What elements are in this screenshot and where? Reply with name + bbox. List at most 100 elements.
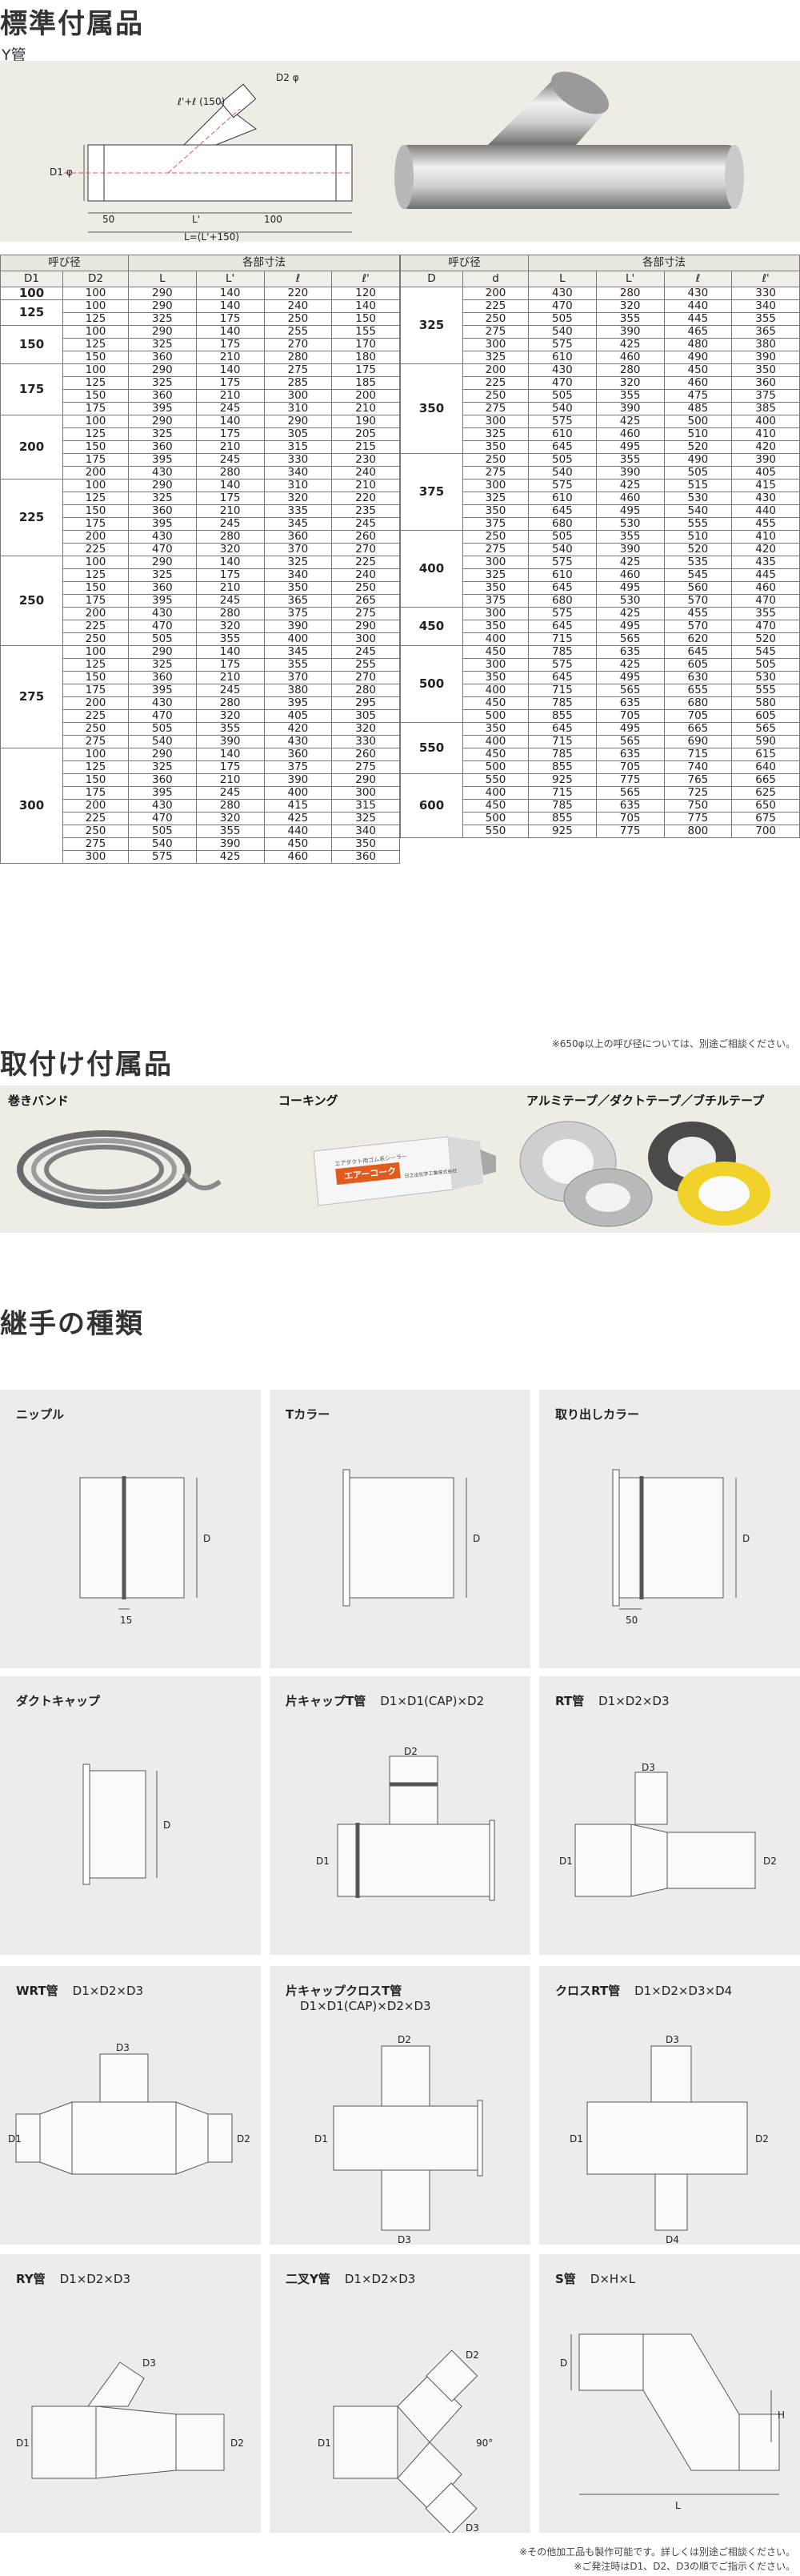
table-cell: 470: [731, 594, 800, 608]
table-cell: 540: [128, 837, 197, 851]
table-cell: 245: [195, 684, 265, 697]
table-cell: 540: [528, 325, 597, 339]
table-cell: 705: [595, 812, 665, 825]
fitting-title: 取り出しカラー: [555, 1406, 654, 1422]
table-cell: 395: [128, 786, 197, 800]
table-cell: 775: [595, 773, 665, 787]
table-cell: 330: [263, 453, 333, 467]
header-nominal-r: 呼び径: [400, 255, 529, 271]
table-cell: 290: [128, 287, 197, 300]
table-cell: 460: [595, 427, 665, 441]
table-cell: 360: [128, 440, 197, 454]
table-cell: 450: [462, 799, 529, 813]
header-ellp: ℓ': [331, 271, 400, 287]
table-cell: 460: [663, 376, 733, 390]
table-cell: 690: [663, 735, 733, 748]
table-cell: 350: [462, 620, 529, 633]
table-cell: 855: [528, 812, 597, 825]
table-cell: 290: [128, 479, 197, 492]
table-cell: 460: [595, 568, 665, 582]
header-bigd: D: [400, 271, 463, 287]
table-cell: 355: [263, 658, 333, 672]
table-cell: 325: [128, 658, 197, 672]
y-pipe-figure-band: D1 φ D2 φ ℓ'+ℓ (150) 50 L' 100 L=(L'+150…: [0, 61, 800, 242]
fitting-name: クロスRT管: [555, 1984, 621, 1998]
table-cell: 230: [331, 453, 400, 467]
nominal-group-cell: 550: [400, 722, 463, 774]
table-cell: 350: [462, 581, 529, 595]
table-cell: 480: [663, 338, 733, 351]
dimension-label: D2: [755, 2133, 769, 2145]
fitting-name: Tカラー: [286, 1407, 330, 1422]
table-cell: 375: [462, 517, 529, 531]
table-cell: 150: [62, 504, 129, 518]
table-cell: 210: [195, 504, 265, 518]
table-cell: 330: [731, 287, 800, 300]
table-cell: 325: [128, 760, 197, 774]
table-cell: 245: [195, 402, 265, 415]
table-cell: 350: [462, 440, 529, 454]
table-cell: 470: [731, 620, 800, 633]
table-cell: 375: [263, 760, 333, 774]
table-cell: 325: [128, 338, 197, 351]
dimension-label: 90°: [476, 2438, 493, 2449]
table-cell: 250: [462, 453, 529, 467]
table-cell: 300: [462, 556, 529, 569]
label-50: 50: [102, 214, 114, 225]
label-100: 100: [264, 214, 282, 225]
table-cell: 470: [128, 620, 197, 633]
table-cell: 540: [528, 466, 597, 479]
table-cell: 450: [462, 645, 529, 659]
table-cell: 200: [62, 607, 129, 620]
table-cell: 300: [462, 658, 529, 672]
dimension-label: D1: [316, 1856, 330, 1867]
table-cell: 260: [331, 748, 400, 761]
table-cell: 325: [462, 568, 529, 582]
table-cell: 425: [195, 850, 265, 864]
table-cell: 400: [731, 415, 800, 428]
fitting-name: WRT管: [16, 1984, 58, 1998]
table-cell: 490: [663, 351, 733, 364]
dimension-label: D3: [642, 1762, 655, 1773]
table-cell: 355: [595, 530, 665, 544]
table-cell: 785: [528, 645, 597, 659]
table-cell: 495: [595, 671, 665, 684]
dimension-label: D2: [763, 1856, 777, 1867]
table-cell: 855: [528, 760, 597, 774]
table-cell: 630: [663, 671, 733, 684]
table-cell: 505: [128, 632, 197, 646]
table-cell: 210: [195, 581, 265, 595]
table-cell: 225: [62, 812, 129, 825]
table-cell: 715: [528, 735, 597, 748]
table-cell: 420: [731, 440, 800, 454]
table-cell: 425: [595, 658, 665, 672]
table-cell: 620: [663, 632, 733, 646]
table-cell: 270: [263, 338, 333, 351]
table-cell: 530: [663, 492, 733, 505]
table-cell: 320: [595, 299, 665, 313]
table-cell: 390: [595, 466, 665, 479]
header-lp-r: L': [595, 271, 665, 287]
table-cell: 185: [331, 376, 400, 390]
table-cell: 645: [528, 440, 597, 454]
table-cell: 640: [731, 760, 800, 774]
table-cell: 360: [263, 530, 333, 544]
table-cell: 175: [195, 658, 265, 672]
